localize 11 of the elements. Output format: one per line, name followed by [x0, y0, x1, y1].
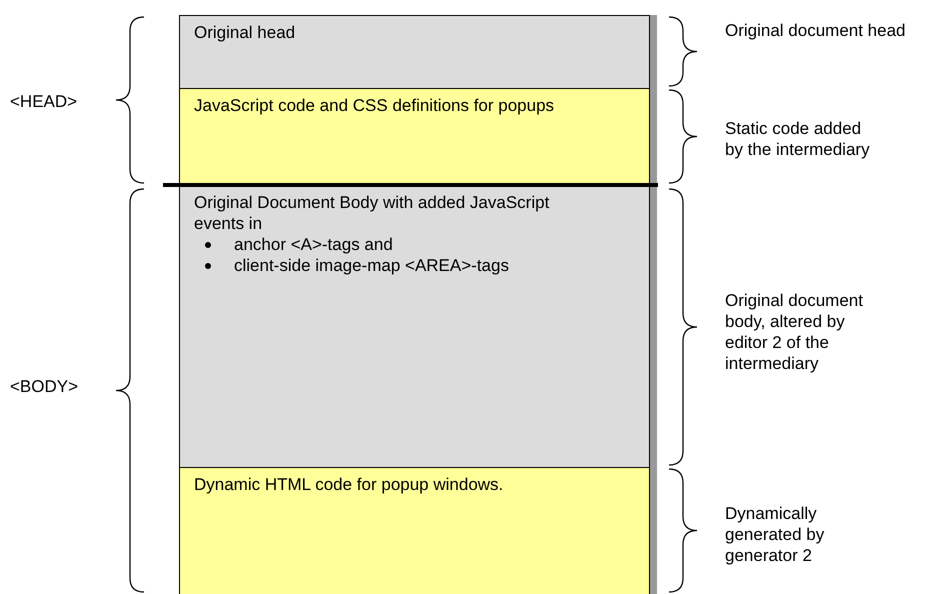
brace-note: Static code added by the intermediary	[725, 118, 870, 160]
section-label: <BODY>	[10, 376, 78, 397]
brace-note: Original document body, altered by editor 2 of the intermediary	[725, 290, 864, 374]
brace-note: Dynamically generated by generator 2	[725, 503, 826, 566]
box-text: Dynamic HTML code for popup windows.	[194, 474, 504, 495]
box-text: JavaScript code and CSS definitions for popups	[194, 95, 556, 116]
box-text: Original head	[194, 22, 296, 43]
section-label: <HEAD>	[10, 91, 78, 112]
list-item: anchor <A>-tags and	[234, 234, 394, 255]
list-item: client-side image-map <AREA>-tags	[234, 255, 510, 276]
brace-note: Original document head	[725, 20, 906, 41]
